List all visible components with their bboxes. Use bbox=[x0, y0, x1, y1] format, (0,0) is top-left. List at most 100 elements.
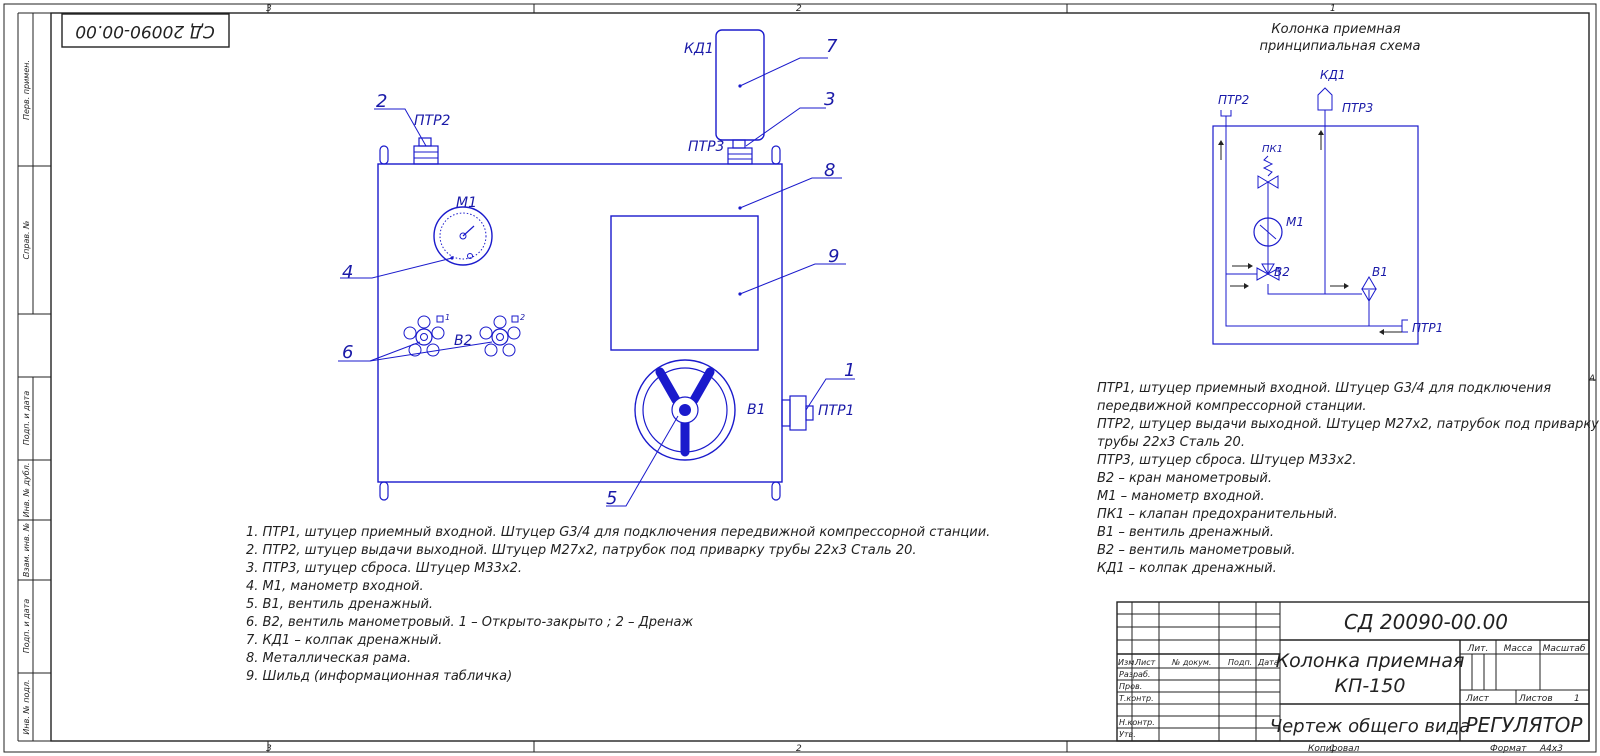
label-kd1: КД1 bbox=[684, 41, 714, 57]
tb-col-izm: Изм. bbox=[1118, 658, 1137, 667]
tb-lit: Лит. bbox=[1467, 644, 1489, 654]
schematic-title-1: Колонка приемная bbox=[1271, 22, 1400, 37]
note-4: 4. М1, манометр входной. bbox=[246, 579, 424, 594]
label-v1: В1 bbox=[747, 402, 766, 418]
tb-name-line1: Колонка приемная bbox=[1276, 650, 1465, 672]
schematic-label-kd1: КД1 bbox=[1320, 68, 1346, 82]
nameplate bbox=[610, 215, 759, 351]
schematic-label-ptr1: ПТР1 bbox=[1412, 321, 1443, 335]
ptr2-fitting bbox=[413, 137, 439, 165]
schematic-enclosure bbox=[1212, 125, 1419, 345]
schematic-v2-valve bbox=[1256, 263, 1280, 281]
schematic-title-2: принципиальная схема bbox=[1260, 39, 1421, 54]
label-m1: М1 bbox=[456, 195, 477, 211]
zone-bottom-1: 1 bbox=[1330, 744, 1336, 754]
note-1: 1. ПТР1, штуцер приемный входной. Штуцер… bbox=[246, 525, 990, 540]
legend-line-3: ПТР2, штуцер выдачи выходной. Штуцер М27… bbox=[1097, 417, 1599, 432]
callout-2: 2 bbox=[376, 91, 387, 112]
doc-number-rotated-box: СД 20090-00.00 bbox=[61, 13, 230, 48]
callout-9: 9 bbox=[828, 246, 839, 267]
tb-razrab: Разраб. bbox=[1119, 670, 1150, 679]
schematic-v1-valve bbox=[1361, 276, 1377, 302]
schematic-flow-arrows bbox=[1218, 130, 1402, 335]
note-3: 3. ПТР3, штуцер сброса. Штуцер М33х2. bbox=[246, 561, 522, 576]
tb-col-data: Дата bbox=[1257, 658, 1279, 667]
note-2: 2. ПТР2, штуцер выдачи выходной. Штуцер … bbox=[246, 543, 917, 558]
tb-doc-number: СД 20090-00.00 bbox=[1344, 610, 1508, 634]
note-9: 9. Шильд (информационная табличка) bbox=[246, 669, 512, 684]
valve-v2-pos2 bbox=[479, 315, 521, 357]
legend-line-7: М1 – манометр входной. bbox=[1097, 489, 1265, 504]
legend-line-10: В2 – вентиль манометровый. bbox=[1097, 543, 1296, 558]
stamp-podp-data-1: Подп. и дата bbox=[22, 391, 31, 446]
schematic-label-v2: В2 bbox=[1274, 265, 1290, 279]
zone-bottom-3: 3 bbox=[266, 744, 272, 754]
zone-top-2: 2 bbox=[796, 4, 802, 14]
leader-lines bbox=[338, 57, 855, 507]
title-block: СД 20090-00.00 Колонка приемная КП-150 Ч… bbox=[1116, 601, 1590, 742]
tb-drawing-type: Чертеж общего вида bbox=[1270, 716, 1470, 737]
schematic-label-ptr2: ПТР2 bbox=[1218, 93, 1249, 107]
stamp-inv-dubl: Инв. № дубл. bbox=[22, 463, 31, 518]
schematic-label-v1: В1 bbox=[1372, 265, 1388, 279]
schematic-label-ptr3: ПТР3 bbox=[1342, 101, 1373, 115]
zone-bottom-2: 2 bbox=[796, 744, 802, 754]
callout-4: 4 bbox=[342, 262, 353, 283]
tb-utv: Утв. bbox=[1119, 730, 1136, 739]
tb-name-line2: КП-150 bbox=[1335, 675, 1406, 697]
note-7: 7. КД1 – колпак дренажный. bbox=[246, 633, 442, 648]
zone-top-3: 3 bbox=[266, 4, 272, 14]
label-ptr2: ПТР2 bbox=[414, 113, 451, 129]
manometer-m1 bbox=[433, 206, 493, 266]
label-pos1: 1 bbox=[445, 313, 450, 322]
stamp-inv-podl: Инв. № подл. bbox=[22, 679, 31, 734]
metal-frame bbox=[377, 163, 783, 483]
label-ptr1: ПТР1 bbox=[818, 403, 854, 419]
tb-listov-value: 1 bbox=[1574, 694, 1580, 704]
footer-format-value: А4х3 bbox=[1539, 744, 1563, 754]
main-notes: 1. ПТР1, штуцер приемный входной. Штуцер… bbox=[246, 525, 990, 684]
tb-prov: Пров. bbox=[1119, 682, 1142, 691]
legend-line-9: В1 – вентиль дренажный. bbox=[1097, 525, 1274, 540]
legend-line-1: ПТР1, штуцер приемный входной. Штуцер G3… bbox=[1097, 381, 1551, 396]
zone-right-a: A bbox=[1588, 374, 1595, 384]
kd1-drain-cap bbox=[715, 29, 765, 141]
footer-format-label: Формат bbox=[1490, 744, 1527, 754]
callout-1: 1 bbox=[844, 360, 855, 381]
legend-line-4: трубы 22х3 Сталь 20. bbox=[1097, 435, 1245, 450]
schematic-ptr1-terminal bbox=[1401, 319, 1408, 333]
ptr3-fitting bbox=[727, 139, 753, 165]
legend-line-5: ПТР3, штуцер сброса. Штуцер М33х2. bbox=[1097, 453, 1357, 468]
tb-col-podp: Подп. bbox=[1228, 658, 1252, 667]
schematic-label-pk1: ПК1 bbox=[1262, 144, 1283, 155]
callout-8: 8 bbox=[824, 160, 835, 181]
valve-v2-pos1 bbox=[403, 315, 445, 357]
stamp-sprav-no: Справ. № bbox=[22, 221, 31, 260]
zone-top-1: 1 bbox=[1330, 4, 1336, 14]
label-v2: В2 bbox=[454, 333, 473, 349]
callout-7: 7 bbox=[826, 36, 838, 57]
schematic-label-m1: М1 bbox=[1286, 215, 1304, 229]
tb-company: РЕГУЛЯТОР bbox=[1466, 713, 1584, 737]
legend-line-6: В2 – кран манометровый. bbox=[1097, 471, 1272, 486]
tb-nkontr: Н.контр. bbox=[1119, 718, 1155, 727]
side-stamp: Перв. примен. Справ. № Подп. и дата Инв.… bbox=[17, 12, 51, 742]
tb-col-list: Лист bbox=[1134, 658, 1156, 667]
tb-massa: Масса bbox=[1504, 644, 1533, 654]
schematic-legend: ПТР1, штуцер приемный входной. Штуцер G3… bbox=[1097, 381, 1599, 576]
frame-lugs bbox=[379, 145, 781, 501]
note-8: 8. Металлическая рама. bbox=[246, 651, 411, 666]
main-view: КД1 7 2 ПТР2 3 ПТР3 8 М1 9 4 6 В2 1 2 1 … bbox=[338, 29, 855, 509]
handwheel-v1 bbox=[634, 359, 736, 461]
legend-line-8: ПК1 – клапан предохранительный. bbox=[1097, 507, 1338, 522]
legend-line-2: передвижной компрессорной станции. bbox=[1097, 399, 1367, 414]
label-pos2: 2 bbox=[520, 313, 525, 322]
note-6: 6. В2, вентиль манометровый. 1 – Открыто… bbox=[246, 615, 693, 630]
schematic-m1-gauge bbox=[1253, 217, 1283, 247]
stamp-perv-primen: Перв. примен. bbox=[22, 60, 31, 120]
schematic-pk1-valve bbox=[1257, 155, 1279, 189]
tb-tkontr: Т.контр. bbox=[1119, 694, 1154, 703]
label-ptr3: ПТР3 bbox=[688, 139, 724, 155]
sheet-footer: Копировал Формат А4х3 bbox=[1308, 744, 1563, 754]
